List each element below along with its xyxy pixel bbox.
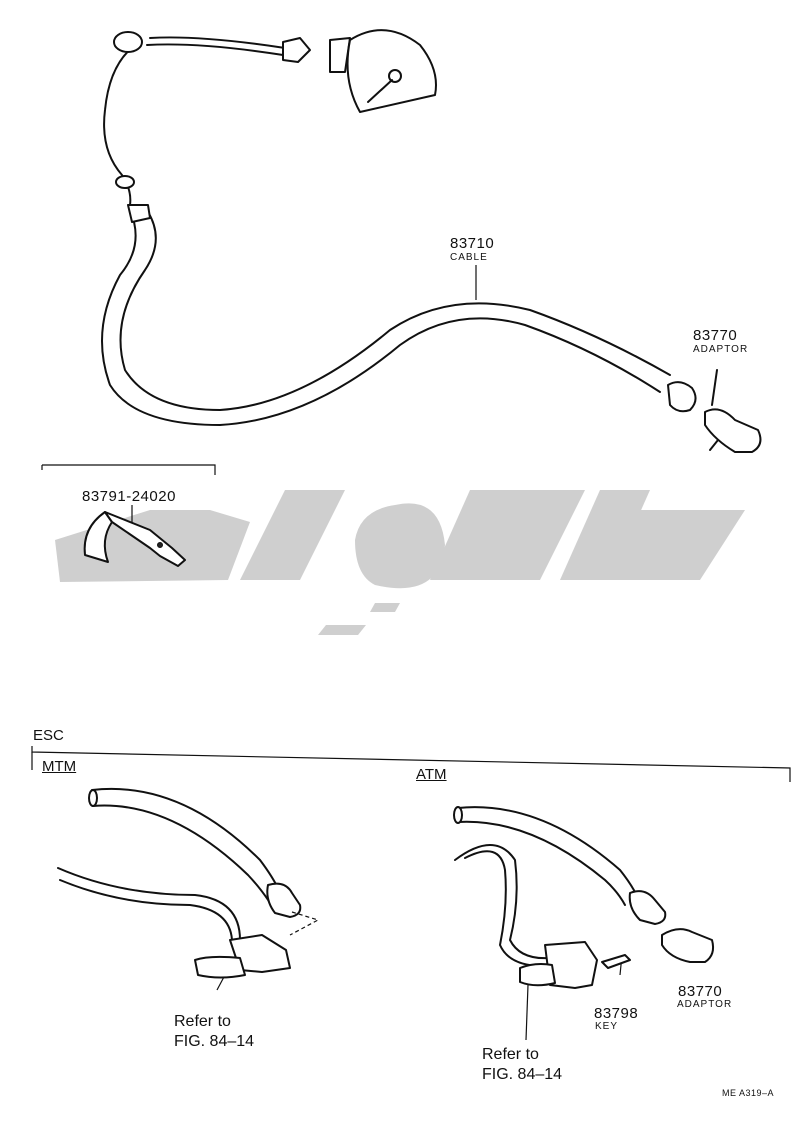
adaptor-top-part-number: 83770 xyxy=(693,327,738,344)
mtm-heading: MTM xyxy=(42,758,77,775)
cable-part-number: 83710 xyxy=(450,235,495,252)
speedometer-gauge-illustration xyxy=(329,29,437,113)
cable-part-name: CABLE xyxy=(450,252,488,263)
key-part-number: 83798 xyxy=(594,1005,639,1022)
adaptor-atm-part-number: 83770 xyxy=(678,983,723,1000)
atm-refer-line2: FIG. 84–14 xyxy=(482,1066,563,1083)
mtm-refer-line1: Refer to xyxy=(174,1013,231,1030)
leader-lines xyxy=(131,265,701,1041)
speedometer-cable xyxy=(101,31,697,426)
bracket-section xyxy=(41,464,216,567)
atm-heading: ATM xyxy=(416,766,447,783)
atm-assembly xyxy=(453,806,715,989)
figure-code: ME A319–A xyxy=(722,1088,775,1098)
esc-heading: ESC xyxy=(33,727,64,744)
mtm-refer-line2: FIG. 84–14 xyxy=(174,1033,255,1050)
esc-bracket xyxy=(31,746,791,782)
atm-refer-line1: Refer to xyxy=(482,1046,539,1063)
mtm-assembly xyxy=(57,787,320,979)
adaptor-atm-part-name: ADAPTOR xyxy=(677,999,733,1010)
bracket-part-number: 83791-24020 xyxy=(82,488,176,505)
adaptor-top-part-name: ADAPTOR xyxy=(693,344,749,355)
adaptor-83770-illustration xyxy=(704,369,762,453)
key-part-name: KEY xyxy=(595,1021,619,1032)
watermark-logo xyxy=(55,490,745,635)
